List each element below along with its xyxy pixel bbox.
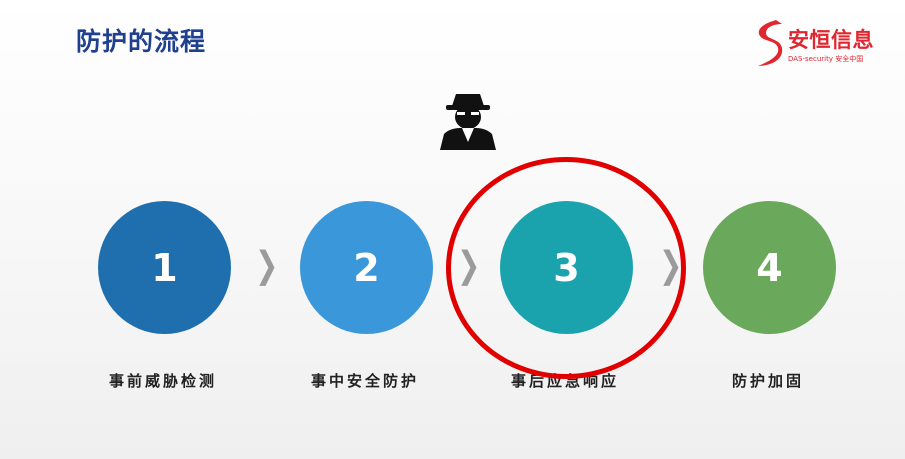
step-label-4: 防护加固 (731, 372, 804, 390)
step-circle-1: 1 (98, 201, 231, 334)
step-4: 4 (703, 201, 836, 334)
logo-name: 安恒信息 (788, 28, 874, 52)
logo-subtitle: DAS-security 安全中国 (788, 55, 864, 63)
highlight-ring (446, 157, 686, 379)
step-1: 1 (98, 201, 231, 334)
hacker-spy-icon (440, 94, 496, 150)
step-label-1: 事前威胁检测 (108, 372, 217, 390)
step-circle-4: 4 (703, 201, 836, 334)
chevron-right-icon: ❯ (255, 243, 279, 286)
step-2: 2 (300, 201, 433, 334)
step-circle-2: 2 (300, 201, 433, 334)
step-label-2: 事中安全防护 (310, 372, 419, 390)
logo-mark-icon (758, 20, 783, 66)
slide-title: 防护的流程 (76, 27, 207, 56)
company-logo: 安恒信息 DAS-security 安全中国 (752, 18, 892, 70)
